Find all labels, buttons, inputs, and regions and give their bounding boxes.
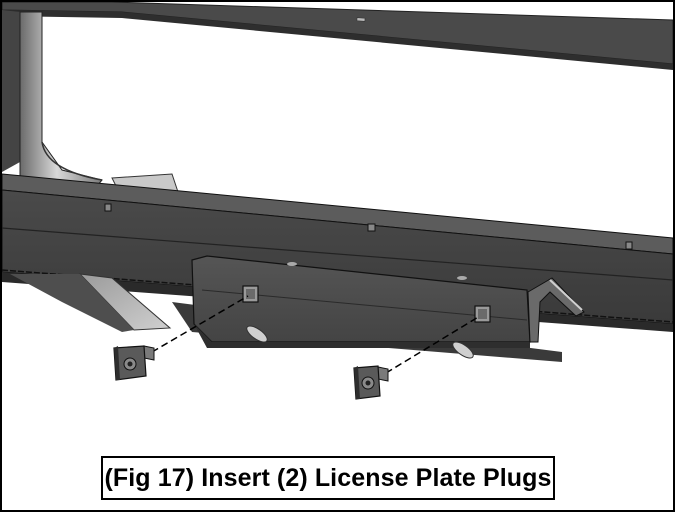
figure-caption-box: (Fig 17) Insert (2) License Plate Plugs — [101, 456, 555, 500]
figure-caption: (Fig 17) Insert (2) License Plate Plugs — [104, 463, 552, 492]
top-frame-rail — [2, 2, 673, 70]
frame-upright-post — [2, 10, 181, 199]
license-plate-bracket — [191, 255, 585, 359]
license-plate-plug-right — [353, 365, 389, 400]
license-plate-plug-left — [113, 345, 155, 381]
insertion-guide-lines — [151, 295, 481, 374]
